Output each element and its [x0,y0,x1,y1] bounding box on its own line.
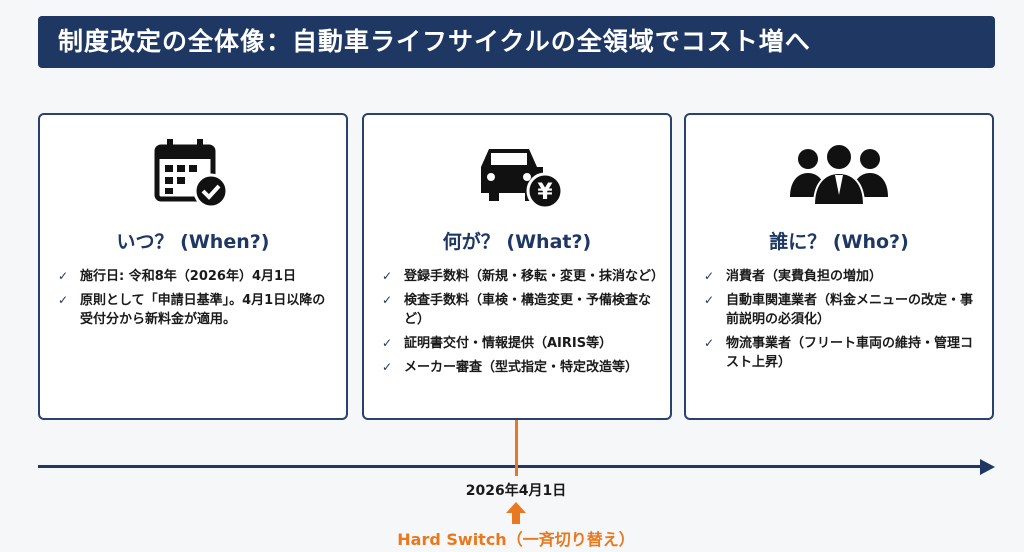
list-item: ✓検査手数料（車検・構造変更・予備検査など） [382,293,652,327]
card-what: ¥ 何が？ (What?) ✓登録手数料（新規・移転・変更・抹消など） ✓検査手… [362,113,672,420]
check-icon: ✓ [58,293,69,307]
card-who: 誰に？ (Who?) ✓消費者（実費負担の増加） ✓自動車関連業者（料金メニュー… [684,113,994,420]
list-item: ✓自動車関連業者（料金メニューの改定・事前説明の必須化） [704,293,974,327]
svg-text:¥: ¥ [537,180,553,205]
check-icon: ✓ [704,269,715,283]
check-icon: ✓ [382,360,393,374]
check-icon: ✓ [382,336,393,350]
list-item: ✓証明書交付・情報提供（AIRIS等） [382,336,613,351]
list-item: ✓施行日: 令和8年（2026年）4月1日 [58,269,297,284]
timeline-arrow-icon [980,459,995,475]
car-yen-icon: ¥ [364,137,670,211]
people-group-icon [686,137,992,211]
check-icon: ✓ [704,336,715,350]
check-icon: ✓ [382,269,393,283]
card-heading: 誰に？ (Who?) [769,231,909,253]
list-item: ✓消費者（実費負担の増加） [704,269,883,284]
page-title: 制度改定の全体像：自動車ライフサイクルの全領域でコスト増へ [38,16,995,68]
list-item: ✓原則として「申請日基準」。4月1日以降の受付分から新料金が適用。 [58,293,326,327]
check-icon: ✓ [58,269,69,283]
check-icon: ✓ [704,293,715,307]
list-item: ✓メーカー審査（型式指定・特定改造等） [382,360,639,375]
card-when: いつ？ (When?) ✓施行日: 令和8年（2026年）4月1日 ✓原則として… [38,113,348,420]
timeline-line [38,465,983,468]
list-item: ✓登録手数料（新規・移転・変更・抹消など） [382,269,665,284]
hard-switch-label: Hard Switch（一斉切り替え） [397,530,635,549]
list-item: ✓物流事業者（フリート車両の維持・管理コスト上昇） [704,336,974,370]
up-arrow-icon [506,502,526,528]
timeline-marker [515,420,518,476]
card-heading: いつ？ (When?) [116,231,270,253]
check-icon: ✓ [382,293,393,307]
timeline-date: 2026年4月1日 [465,483,567,499]
card-heading: 何が？ (What?) [442,231,592,253]
calendar-check-icon [40,137,346,211]
